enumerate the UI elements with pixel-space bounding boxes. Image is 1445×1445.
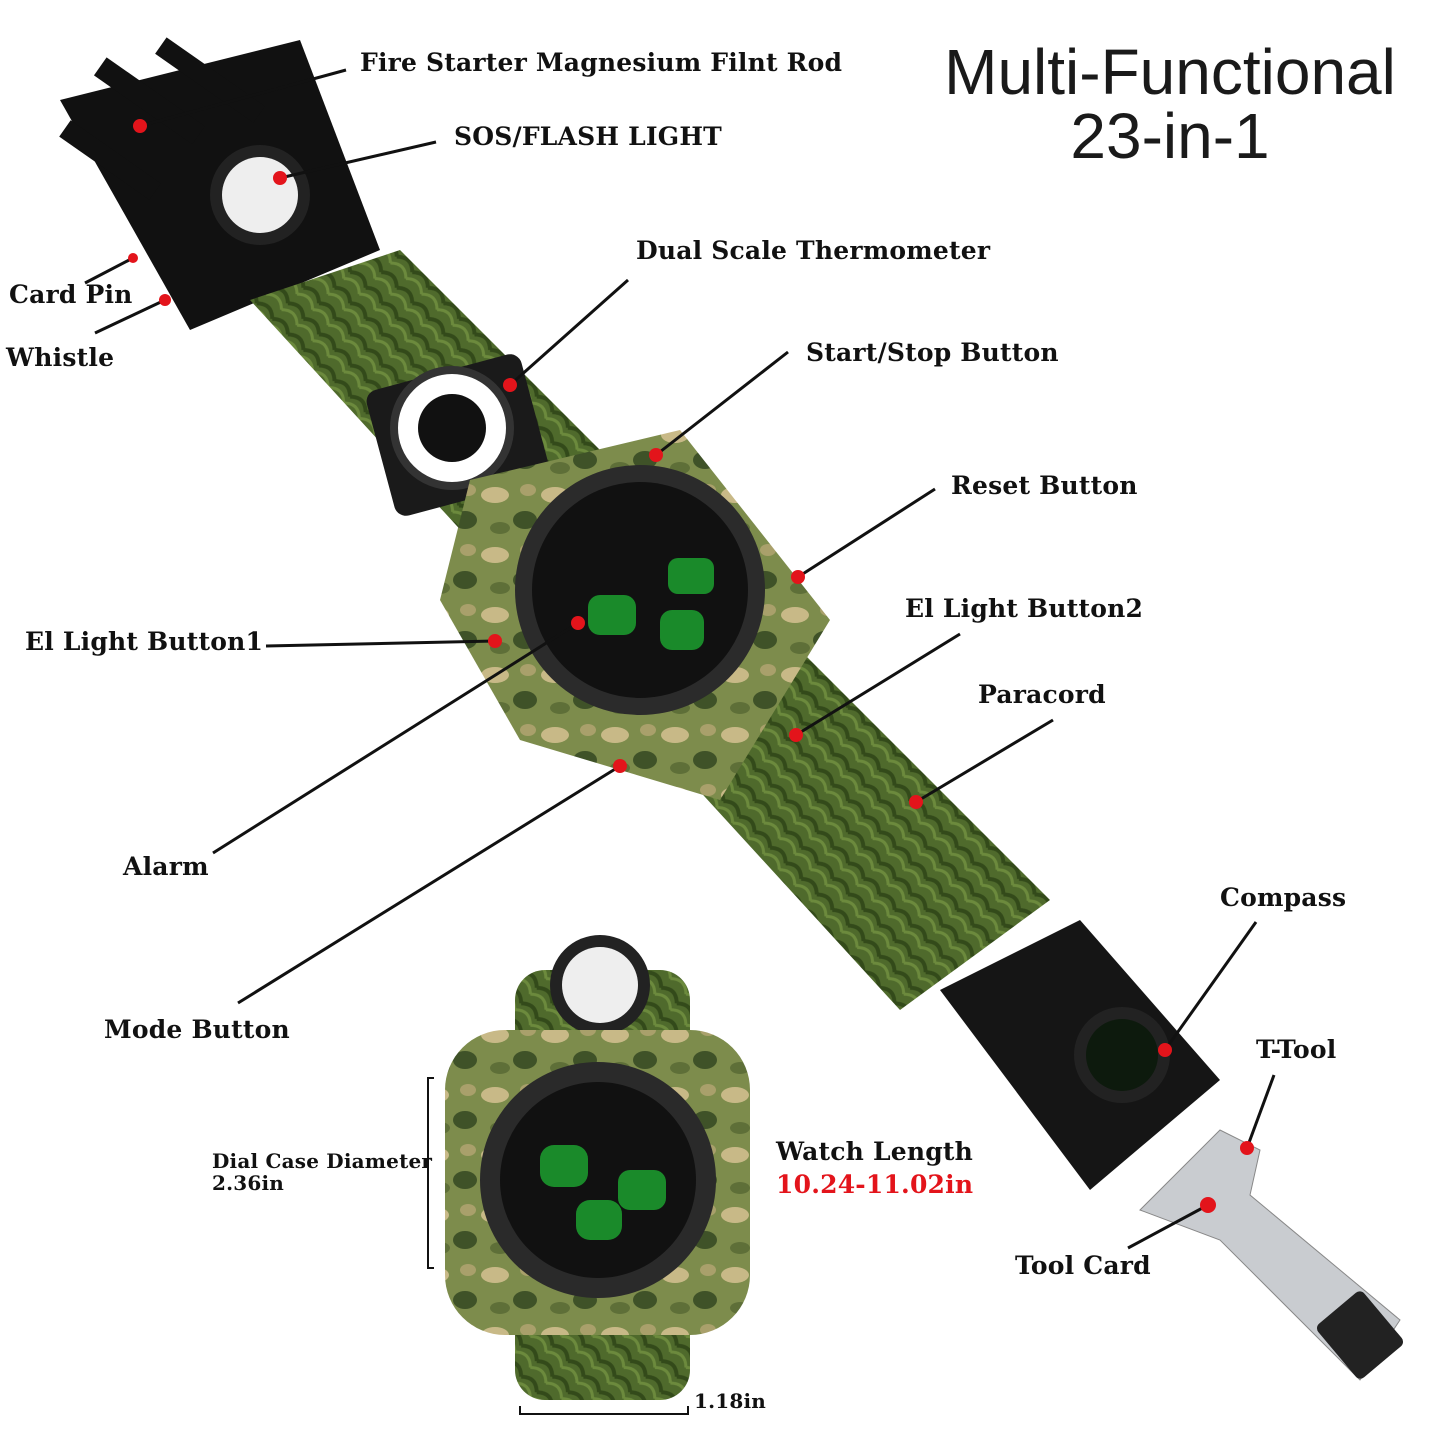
title-line-2: 23-in-1 (1070, 100, 1270, 172)
label-card-pin: Card Pin (9, 280, 133, 309)
main-watch (59, 37, 1220, 1190)
label-fire-starter: Fire Starter Magnesium Filnt Rod (360, 48, 843, 77)
label-reset: Reset Button (951, 471, 1138, 500)
label-whistle: Whistle (6, 343, 115, 372)
label-t-tool: T-Tool (1256, 1035, 1337, 1064)
label-sos-flash: SOS/FLASH LIGHT (454, 122, 722, 151)
callout-dots (128, 119, 1254, 1213)
label-tool-card: Tool Card (1015, 1251, 1151, 1280)
label-el-light-2: El Light Button2 (905, 594, 1144, 623)
label-compass: Compass (1220, 883, 1347, 912)
page-title: Multi-Functional 23-in-1 (915, 40, 1425, 168)
dimension-marks (427, 1077, 689, 1415)
watch-length-label: Watch Length (776, 1137, 974, 1166)
dial-diameter-label: Dial Case Diameter (212, 1149, 433, 1173)
tool-card (1139, 1129, 1404, 1381)
watch-length-value: 10.24-11.02in (776, 1170, 974, 1199)
band-width-value: 1.18in (694, 1389, 767, 1413)
label-alarm: Alarm (123, 852, 209, 881)
label-paracord: Paracord (978, 680, 1106, 709)
dial-diameter: Dial Case Diameter 2.36in (212, 1150, 432, 1194)
title-line-1: Multi-Functional (944, 36, 1396, 108)
label-mode: Mode Button (104, 1015, 290, 1044)
label-start-stop: Start/Stop Button (806, 338, 1059, 367)
label-thermometer: Dual Scale Thermometer (636, 236, 991, 265)
front-view-watch (445, 935, 750, 1400)
leader-lines (84, 68, 1276, 1250)
label-el-light-1: El Light Button1 (25, 627, 264, 656)
dial-diameter-value: 2.36in (212, 1171, 285, 1195)
